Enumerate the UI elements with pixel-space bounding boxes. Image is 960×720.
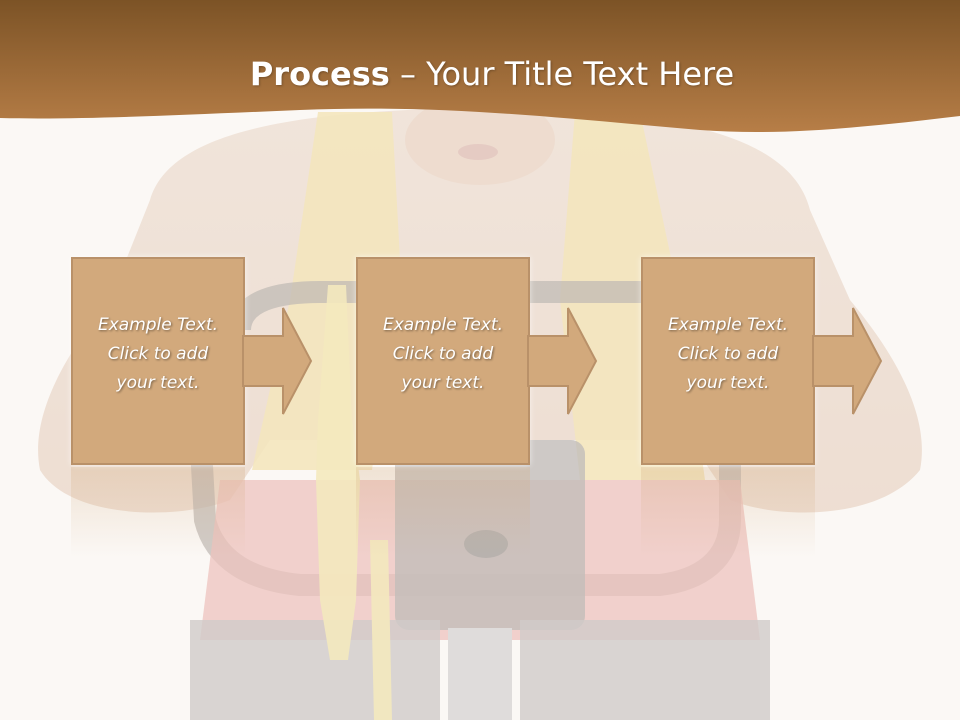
- step-text-line-2: Click to add: [677, 344, 779, 364]
- step-3-arrow-icon: [812, 307, 883, 415]
- process-step-3[interactable]: Example Text. Click to add your text.: [641, 257, 815, 465]
- title-rest-part: – Your Title Text Here: [389, 55, 735, 93]
- step-text-line-1: Example Text.: [97, 315, 219, 335]
- step-box: [641, 257, 815, 465]
- title-bold-part: Process: [249, 55, 390, 93]
- process-step-2[interactable]: Example Text. Click to add your text.: [356, 257, 530, 465]
- step-text-line-3: your text.: [116, 373, 200, 393]
- step-text-line-3: your text.: [686, 373, 770, 393]
- step-box: [356, 257, 530, 465]
- step-box: [71, 257, 245, 465]
- step-text-line-3: your text.: [401, 373, 485, 393]
- title-band: [0, 0, 960, 133]
- step-1-arrow-icon: [242, 307, 313, 415]
- step-3-reflection: [641, 467, 815, 557]
- step-2-arrow-icon: [527, 307, 598, 415]
- step-text[interactable]: Example Text. Click to add your text.: [356, 311, 530, 398]
- step-text-line-2: Click to add: [392, 344, 494, 364]
- step-text-line-2: Click to add: [107, 344, 209, 364]
- step-text-line-1: Example Text.: [667, 315, 789, 335]
- step-text[interactable]: Example Text. Click to add your text.: [641, 311, 815, 398]
- step-text-line-1: Example Text.: [382, 315, 504, 335]
- slide-title[interactable]: Process – Your Title Text Here: [0, 52, 960, 96]
- step-2-reflection: [356, 467, 530, 557]
- process-step-1[interactable]: Example Text. Click to add your text.: [71, 257, 245, 465]
- step-1-reflection: [71, 467, 245, 557]
- step-text[interactable]: Example Text. Click to add your text.: [71, 311, 245, 398]
